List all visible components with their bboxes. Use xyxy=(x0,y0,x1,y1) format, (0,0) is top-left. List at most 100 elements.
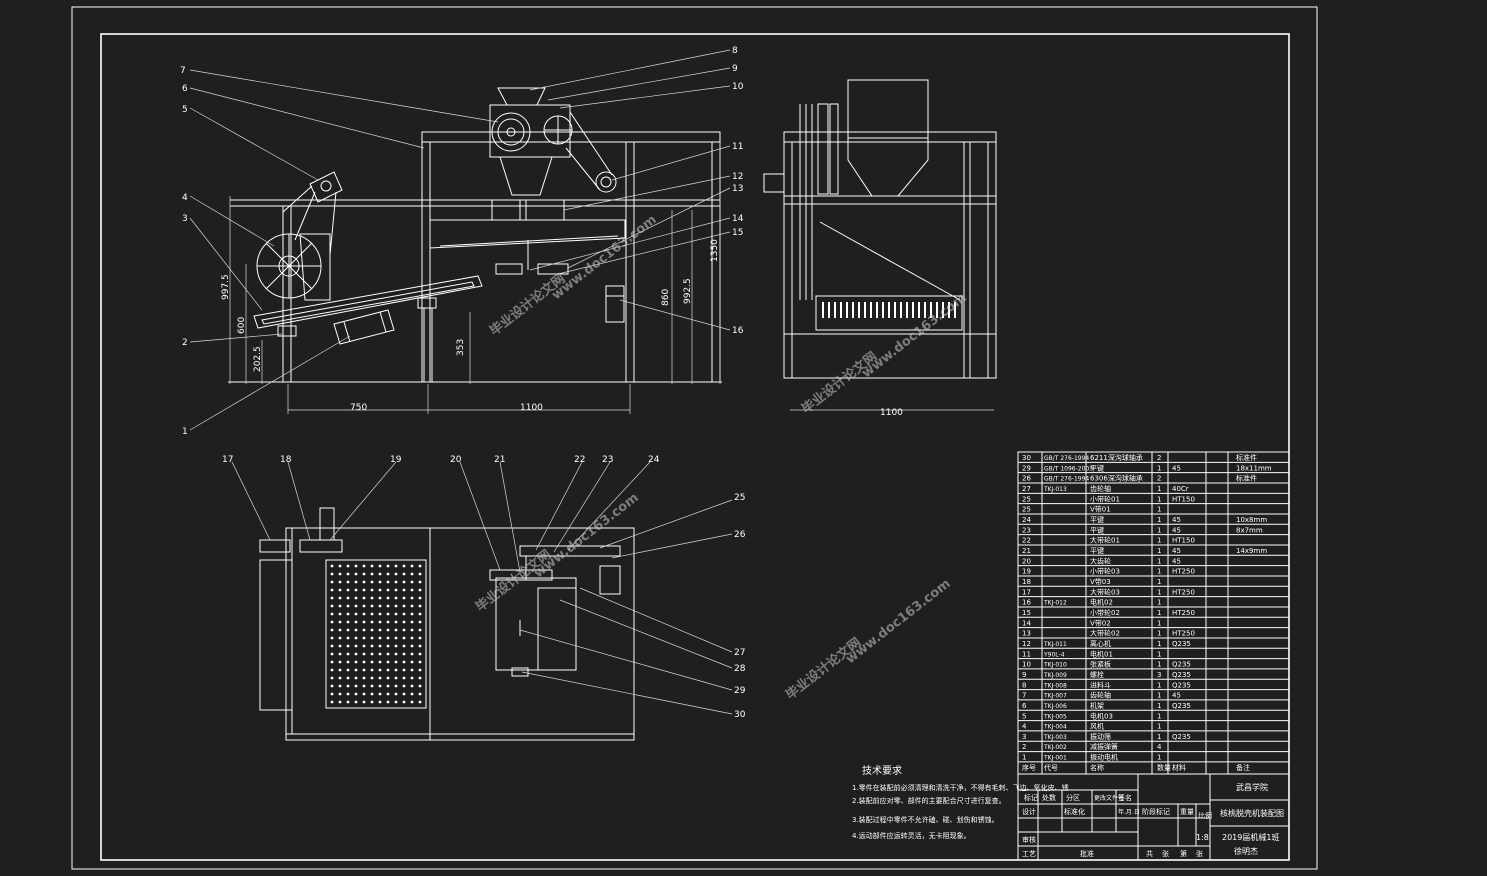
screen-hole xyxy=(354,628,358,632)
screen-hole xyxy=(394,700,398,704)
bom-cell-name: 平键 xyxy=(1090,546,1104,555)
screen-hole xyxy=(402,620,406,624)
watermark-cn-2: 毕业设计论文网 xyxy=(799,349,881,418)
watermark-cn-4: 毕业设计论文网 xyxy=(783,635,865,704)
bom-cell-qty: 1 xyxy=(1157,733,1161,741)
bom-cell-qty: 1 xyxy=(1157,712,1161,720)
callout-26: 26 xyxy=(734,530,746,540)
screen-hole xyxy=(370,700,374,704)
bom-cell-mat: HT150 xyxy=(1172,495,1195,503)
screen-hole xyxy=(386,652,390,656)
bom-cell-no: 29 xyxy=(1022,464,1031,472)
screen-hole xyxy=(346,620,350,624)
sieve-slot xyxy=(906,302,908,318)
bom-cell-mat: 45 xyxy=(1172,557,1181,565)
bom-cell-mat: 45 xyxy=(1172,526,1181,534)
bom-cell-qty: 1 xyxy=(1157,661,1161,669)
bom-cell-code: TKJ-008 xyxy=(1043,682,1067,689)
tb-scale-label: 比例 xyxy=(1198,811,1212,820)
bom-cell-name: 电机01 xyxy=(1090,649,1113,658)
tb-author: 徐明杰 xyxy=(1234,846,1258,856)
bom-cell-mat: HT250 xyxy=(1172,588,1195,596)
screen-hole xyxy=(370,628,374,632)
callout-6: 6 xyxy=(182,84,188,94)
bom-cell-no: 10 xyxy=(1022,661,1031,669)
screen-hole xyxy=(394,572,398,576)
screen-hole xyxy=(362,620,366,624)
bom-cell-no: 6 xyxy=(1022,702,1027,710)
bom-cell-name: 平键 xyxy=(1090,515,1104,524)
bom-cell-qty: 1 xyxy=(1157,568,1161,576)
bom-cell-qty: 2 xyxy=(1157,475,1161,483)
screen-hole xyxy=(354,668,358,672)
screen-hole xyxy=(370,620,374,624)
sieve-slot xyxy=(900,302,902,318)
screen-hole xyxy=(418,596,422,600)
screen-hole xyxy=(378,620,382,624)
screen-hole xyxy=(346,604,350,608)
bom-cell-no: 30 xyxy=(1022,454,1031,462)
tb-label-zone: 分区 xyxy=(1066,793,1080,802)
screen-hole xyxy=(402,668,406,672)
bom-cell-name: 平键 xyxy=(1090,525,1104,534)
screen-hole xyxy=(386,668,390,672)
screen-hole xyxy=(410,620,414,624)
screen-hole xyxy=(394,684,398,688)
bom-cell-qty: 1 xyxy=(1157,754,1161,762)
screen-hole xyxy=(378,604,382,608)
screen-hole xyxy=(378,588,382,592)
tb-label-sheet: 张 xyxy=(1162,849,1169,858)
screen-hole xyxy=(362,572,366,576)
bom-cell-no: 27 xyxy=(1022,485,1031,493)
screen-hole xyxy=(354,596,358,600)
screen-hole xyxy=(410,564,414,568)
tb-label-total: 共 xyxy=(1146,849,1153,858)
screen-hole xyxy=(386,636,390,640)
bom-cell-qty: 1 xyxy=(1157,526,1161,534)
screen-hole xyxy=(330,692,334,696)
screen-hole xyxy=(346,612,350,616)
screen-hole xyxy=(330,620,334,624)
screen-hole xyxy=(362,652,366,656)
screen-hole xyxy=(354,620,358,624)
sieve-slot xyxy=(858,302,860,318)
screen-hole xyxy=(338,660,342,664)
bom-cell-no: 15 xyxy=(1022,609,1031,617)
watermark-cn-1: 毕业设计论文网 xyxy=(487,271,569,340)
tb-school: 武昌学院 xyxy=(1236,782,1268,792)
callout-8: 8 xyxy=(732,46,738,56)
watermark-url-1: www.doc163.com xyxy=(549,212,659,303)
screen-hole xyxy=(410,660,414,664)
bom-cell-note: 8x7mm xyxy=(1236,526,1263,534)
callout-25: 25 xyxy=(734,493,745,503)
screen-hole xyxy=(394,660,398,664)
sieve-slot xyxy=(912,302,914,318)
screen-hole xyxy=(394,644,398,648)
screen-hole xyxy=(418,700,422,704)
tb-label-date: 年.月.日 xyxy=(1118,808,1140,816)
screen-hole xyxy=(418,628,422,632)
screen-hole xyxy=(402,572,406,576)
screen-hole xyxy=(338,604,342,608)
bom-cell-qty: 1 xyxy=(1157,547,1161,555)
screen-hole xyxy=(386,660,390,664)
screen-hole xyxy=(338,668,342,672)
callout-27: 27 xyxy=(734,648,745,658)
callout-10: 10 xyxy=(732,82,744,92)
sieve-slot xyxy=(828,302,830,318)
bom-cell-qty: 1 xyxy=(1157,578,1161,586)
screen-hole xyxy=(402,652,406,656)
screen-hole xyxy=(378,668,382,672)
screen-hole xyxy=(394,668,398,672)
bom-header-code: 代号 xyxy=(1044,763,1058,772)
bom-cell-qty: 1 xyxy=(1157,619,1161,627)
screen-hole xyxy=(362,596,366,600)
screen-holes xyxy=(330,564,422,704)
screen-hole xyxy=(338,684,342,688)
bom-cell-mat: 45 xyxy=(1172,516,1181,524)
screen-hole xyxy=(394,588,398,592)
tb-label-mark: 标记 xyxy=(1024,793,1038,802)
screen-hole xyxy=(410,692,414,696)
dim-992: 992.5 xyxy=(683,278,693,304)
